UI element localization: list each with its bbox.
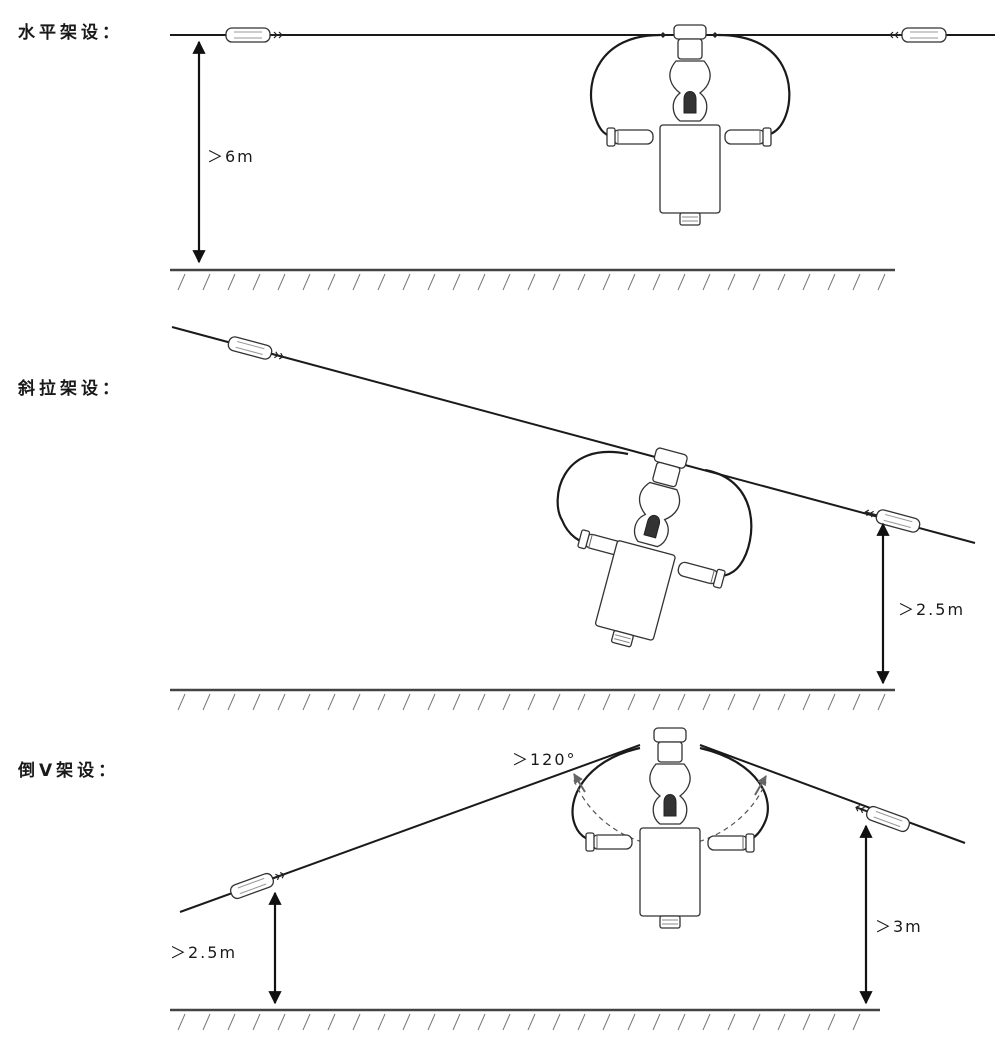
horizontal-installation: 水平架设： ＞6m — [18, 22, 995, 291]
balun-assembly — [571, 727, 769, 929]
inverted-v-installation: 倒V架设： ＞120° ＞2.5m ＞3m — [17, 727, 966, 1031]
section-title-inverted-v: 倒V架设： — [17, 760, 119, 781]
ground-hatching — [177, 273, 886, 291]
section-title-horizontal: 水平架设： — [18, 22, 123, 43]
balun-assembly — [556, 442, 753, 653]
balun-assembly — [589, 24, 791, 226]
ground-hatching — [177, 693, 886, 711]
insulator-left — [227, 866, 288, 902]
insulator-right — [862, 504, 923, 535]
section-title-slanted: 斜拉架设： — [17, 378, 123, 399]
antenna-wire — [171, 326, 976, 544]
insulator-left — [225, 334, 286, 365]
insulator-left — [225, 27, 283, 43]
height-label-slanted: ＞2.5m — [898, 600, 965, 619]
height-label-inverted-v-right: ＞3m — [875, 917, 923, 936]
antenna-wire-right — [699, 744, 966, 844]
height-label-horizontal: ＞6m — [207, 147, 255, 166]
slanted-installation: 斜拉架设： ＞2.5m — [17, 326, 976, 711]
angle-label: ＞120° — [512, 750, 577, 769]
height-label-inverted-v-left: ＞2.5m — [170, 943, 237, 962]
ground-hatching — [177, 1013, 861, 1031]
insulator-right — [889, 27, 947, 43]
